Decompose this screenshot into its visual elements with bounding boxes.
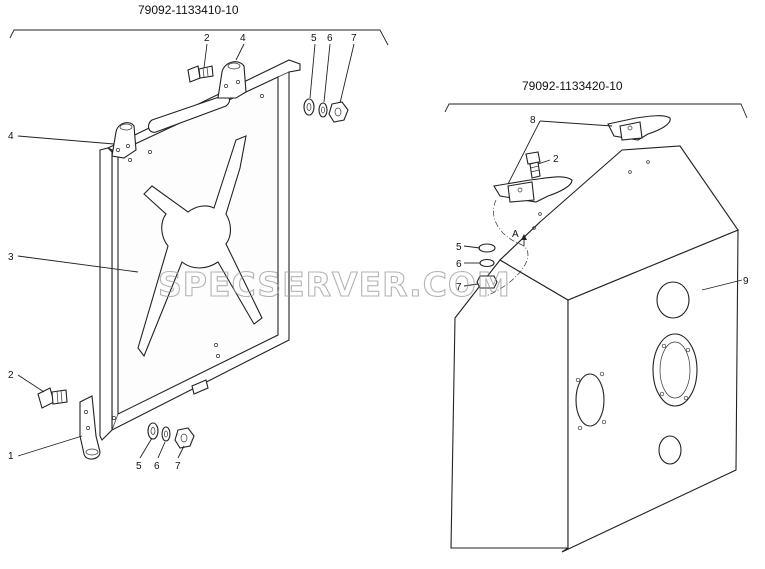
left-assembly: 79092-1133410-10	[8, 3, 389, 472]
right-assembly-bracket-line	[444, 103, 748, 119]
tank-nut	[476, 275, 498, 289]
nut-top	[328, 101, 349, 123]
right-assembly: 79092-1133420-10	[444, 79, 749, 553]
bolt-bottom	[37, 387, 68, 409]
view-marker: A	[512, 229, 519, 240]
callout-tank-lockwasher: 6	[456, 259, 462, 270]
callout-tank-washer: 5	[456, 242, 462, 253]
center-line	[485, 199, 529, 297]
nut-bottom	[174, 427, 195, 449]
lockwasher-top	[318, 102, 328, 118]
tank-body	[450, 145, 739, 553]
callout-tank-nut: 7	[456, 282, 462, 293]
right-leader-lines	[463, 120, 743, 291]
watermark: SPECSERVER.COM	[158, 265, 511, 304]
callout-bolt-bottom: 2	[8, 370, 14, 381]
callout-lockwasher-top: 6	[327, 33, 333, 44]
left-assembly-bracket-line	[9, 29, 389, 46]
washer-bottom	[147, 422, 159, 440]
spring-clip-left	[111, 122, 137, 159]
callout-bolt-top: 2	[204, 33, 210, 44]
callout-lockwasher-bottom: 6	[154, 461, 160, 472]
callout-washer-top: 5	[311, 33, 317, 44]
left-part-number: 79092-1133410-10	[138, 3, 239, 17]
lockwasher-bottom	[161, 426, 171, 442]
latch-top	[607, 115, 671, 141]
callout-plate: 3	[8, 252, 14, 263]
callout-tank: 9	[743, 276, 749, 287]
callout-latch: 8	[530, 115, 536, 126]
callout-nut-bottom: 7	[175, 461, 181, 472]
latch-bottom	[493, 176, 573, 203]
right-part-number: 79092-1133420-10	[522, 79, 623, 93]
washer-top	[303, 98, 315, 116]
tank-bolt	[525, 151, 541, 179]
callout-clip-top: 4	[240, 33, 246, 44]
mounting-bracket	[79, 395, 101, 460]
spring-clip-top	[217, 61, 247, 99]
callout-bracket: 1	[8, 451, 14, 462]
callout-nut-top: 7	[351, 33, 357, 44]
callout-clip-left: 4	[8, 131, 14, 142]
mounting-plate	[99, 59, 301, 441]
callout-tank-bolt: 2	[553, 154, 559, 165]
tank-washer	[478, 243, 496, 253]
left-leader-lines	[17, 43, 355, 459]
callout-washer-bottom: 5	[136, 461, 142, 472]
bolt-top	[187, 65, 214, 83]
